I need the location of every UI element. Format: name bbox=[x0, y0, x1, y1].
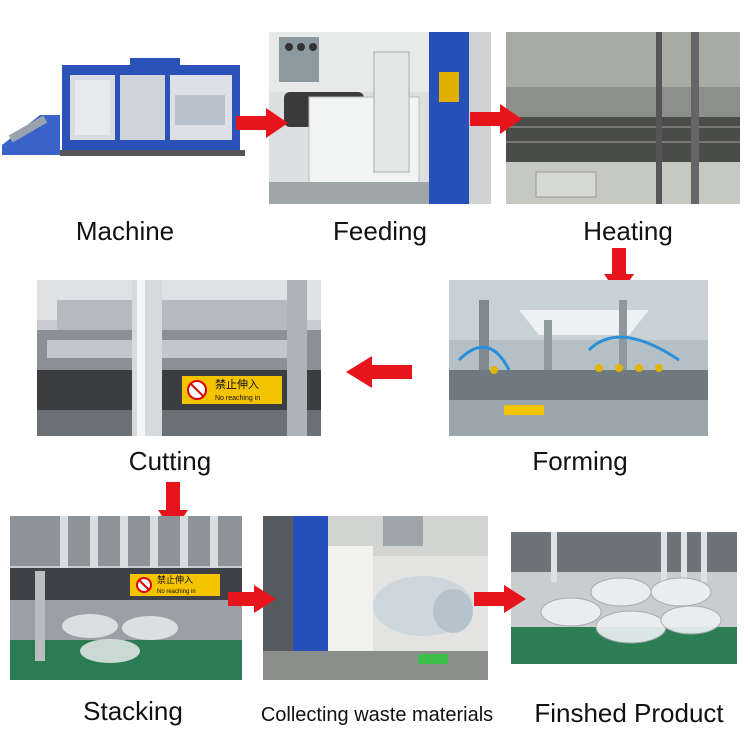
arrow-feeding-to-heating bbox=[470, 104, 522, 139]
label-cutting: Cutting bbox=[128, 446, 212, 476]
photo-machine bbox=[0, 55, 250, 160]
photo-stacking: 禁止伸入 No reaching in bbox=[10, 516, 242, 680]
label-heating: Heating bbox=[583, 216, 673, 246]
photo-collecting-waste bbox=[263, 516, 488, 680]
label-feeding: Feeding bbox=[333, 216, 427, 246]
stacking-sign-en: No reaching in bbox=[157, 589, 196, 595]
label-finished-product: Finshed Product bbox=[534, 698, 724, 728]
arrow-stacking-to-collecting bbox=[228, 585, 276, 618]
photo-cutting: 禁止伸入 No reaching in bbox=[37, 280, 321, 436]
stacking-sign-cn: 禁止伸入 bbox=[157, 574, 193, 586]
photo-heating bbox=[506, 32, 740, 204]
photo-forming bbox=[449, 280, 708, 436]
photo-finished-product bbox=[511, 532, 737, 664]
arrow-collecting-to-finished bbox=[474, 585, 526, 618]
label-machine: Machine bbox=[75, 216, 175, 246]
label-stacking: Stacking bbox=[83, 696, 183, 726]
label-collecting-waste: Collecting waste materials bbox=[260, 704, 494, 726]
cutting-sign-en: No reaching in bbox=[215, 395, 260, 402]
arrow-machine-to-feeding bbox=[236, 108, 288, 143]
cutting-sign-cn: 禁止伸入 bbox=[215, 378, 259, 391]
label-forming: Forming bbox=[532, 446, 628, 476]
photo-feeding bbox=[269, 32, 491, 204]
arrow-forming-to-cutting bbox=[346, 356, 412, 393]
